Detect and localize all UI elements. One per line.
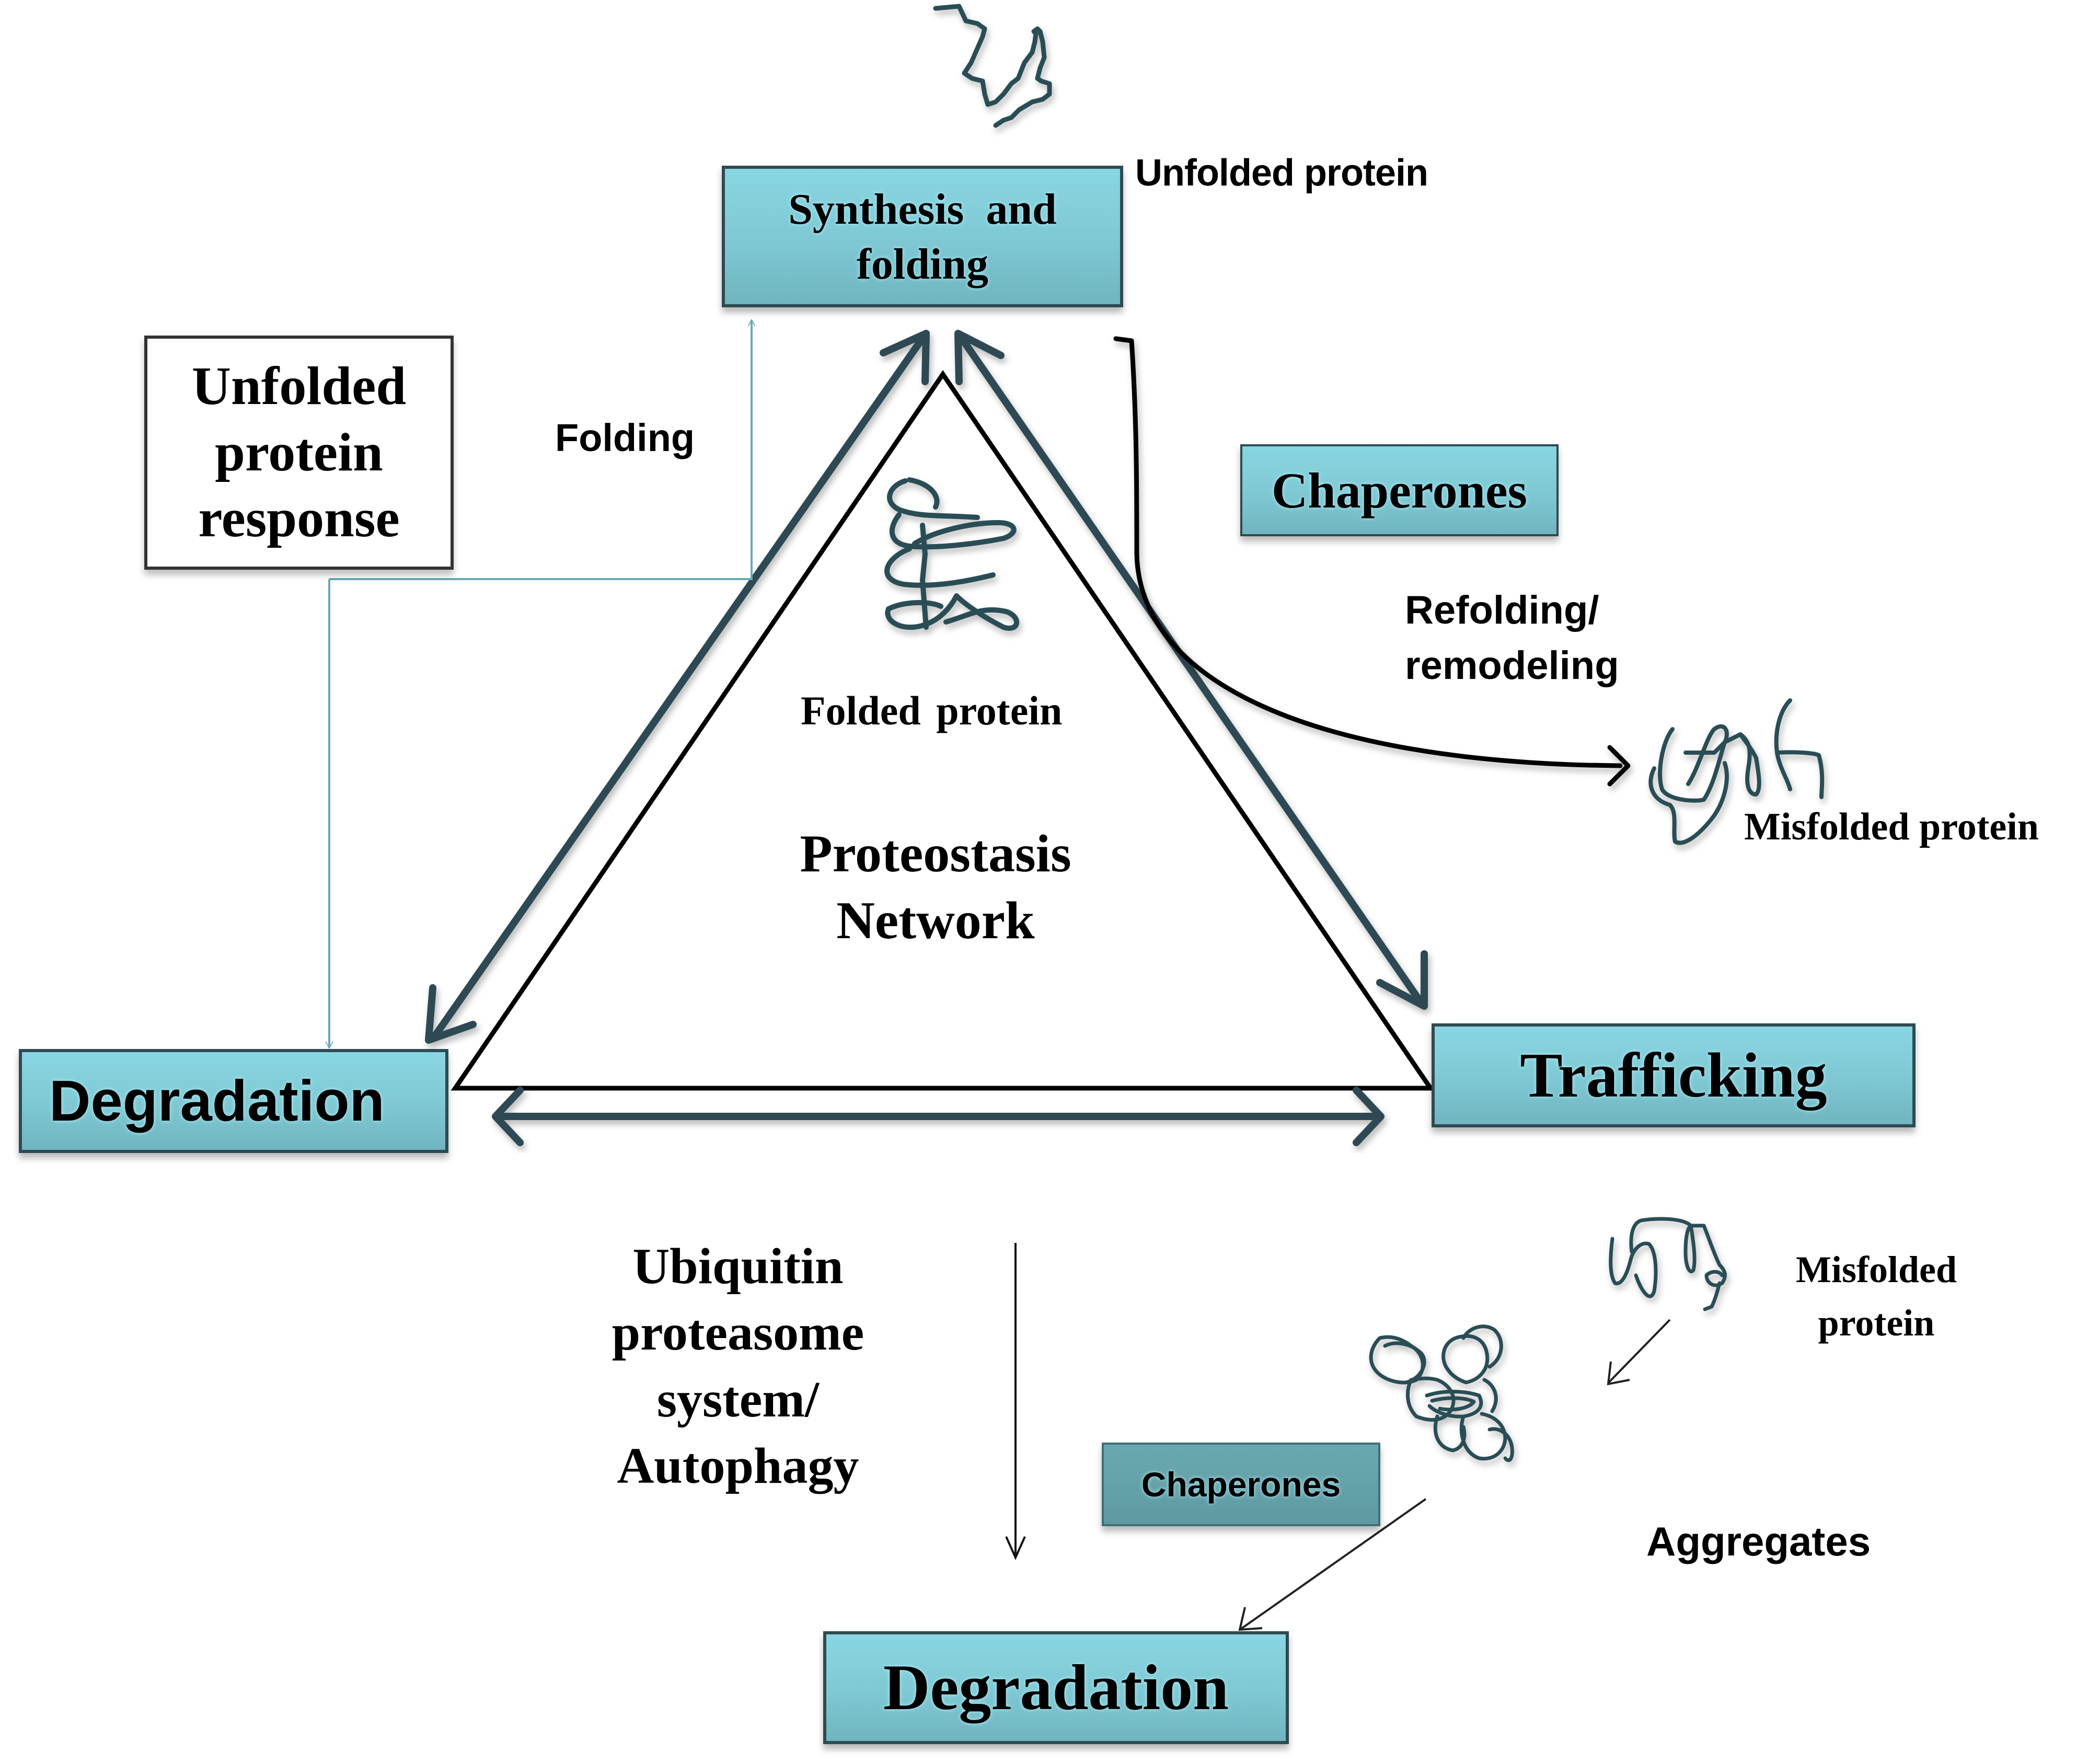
misfolded-protein-small-icon xyxy=(1609,1217,1727,1311)
upr-label-line3: response xyxy=(198,488,400,549)
misfolded-lower-line2: protein xyxy=(1818,1302,1935,1344)
ups-autophagy-label: Ubiquitin proteasome system/ Autophagy xyxy=(555,1233,921,1500)
chaperones-top-label: Chaperones xyxy=(1272,462,1527,518)
ups-label-line4: Autophagy xyxy=(617,1438,859,1495)
ups-label-line3: system/ xyxy=(656,1371,820,1428)
refolding-label-line2: remodeling xyxy=(1405,643,1619,688)
center-title-line2: Network xyxy=(836,891,1035,950)
arrow-degradation-trafficking xyxy=(492,1087,1385,1146)
arrow-synthesis-trafficking xyxy=(954,330,1428,1010)
arrow-degradation-synthesis xyxy=(425,330,930,1044)
degradation-bottom-label: Degradation xyxy=(883,1652,1229,1723)
folded-protein-coil-icon xyxy=(884,477,1019,631)
refolding-label-line1: Refolding/ xyxy=(1405,588,1599,632)
aggregates-to-degradation-arrow xyxy=(1238,1498,1427,1631)
misfolded-lower-line1: Misfolded xyxy=(1795,1249,1957,1290)
misfolded-protein-label-right: Misfolded protein xyxy=(1744,805,2039,848)
degradation-node-bottom: Degradation xyxy=(823,1631,1289,1744)
degradation-left-label: Degradation xyxy=(49,1069,385,1133)
aggregates-label: Aggregates xyxy=(1646,1518,1871,1564)
protein-aggregate-icon xyxy=(1369,1324,1514,1462)
misfolded-to-aggregates-arrow xyxy=(1607,1319,1671,1386)
unfolded-protein-strand-icon xyxy=(933,4,1052,128)
synthesis-folding-node: Synthesis and folding xyxy=(722,166,1123,307)
refolding-remodeling-label: Refolding/ remodeling xyxy=(1405,583,1619,694)
unfolded-protein-label: Unfolded protein xyxy=(1135,152,1428,194)
refolding-arrow xyxy=(1113,336,1631,787)
upr-connector-arrows xyxy=(329,320,752,1048)
synthesis-label-line1: Synthesis and xyxy=(788,185,1057,234)
chaperones-bottom-label: Chaperones xyxy=(1141,1465,1341,1504)
folding-label: Folding xyxy=(555,416,695,459)
proteostasis-network-title: Proteostasis Network xyxy=(726,821,1145,954)
folded-protein-label: Folded protein xyxy=(801,688,1063,733)
degradation-node-left: Degradation xyxy=(19,1049,448,1153)
ups-arrow xyxy=(1005,1243,1026,1560)
upr-label-line1: Unfolded xyxy=(191,355,407,416)
chaperones-node-bottom: Chaperones xyxy=(1102,1443,1380,1526)
center-title-line1: Proteostasis xyxy=(800,824,1071,883)
chaperones-node-top: Chaperones xyxy=(1240,444,1559,536)
proteostasis-triangle xyxy=(451,370,1435,1091)
ups-label-line1: Ubiquitin xyxy=(632,1238,844,1295)
misfolded-protein-label-lower: Misfolded protein xyxy=(1772,1243,1981,1350)
trafficking-node: Trafficking xyxy=(1432,1023,1916,1127)
synthesis-label-line2: folding xyxy=(856,239,989,289)
trafficking-label: Trafficking xyxy=(1520,1040,1827,1111)
ups-label-line2: proteasome xyxy=(612,1305,864,1362)
misfolded-protein-strand-icon xyxy=(1648,698,1825,845)
upr-label-line2: protein xyxy=(215,422,383,482)
unfolded-protein-response-node: Unfolded protein response xyxy=(144,336,454,570)
